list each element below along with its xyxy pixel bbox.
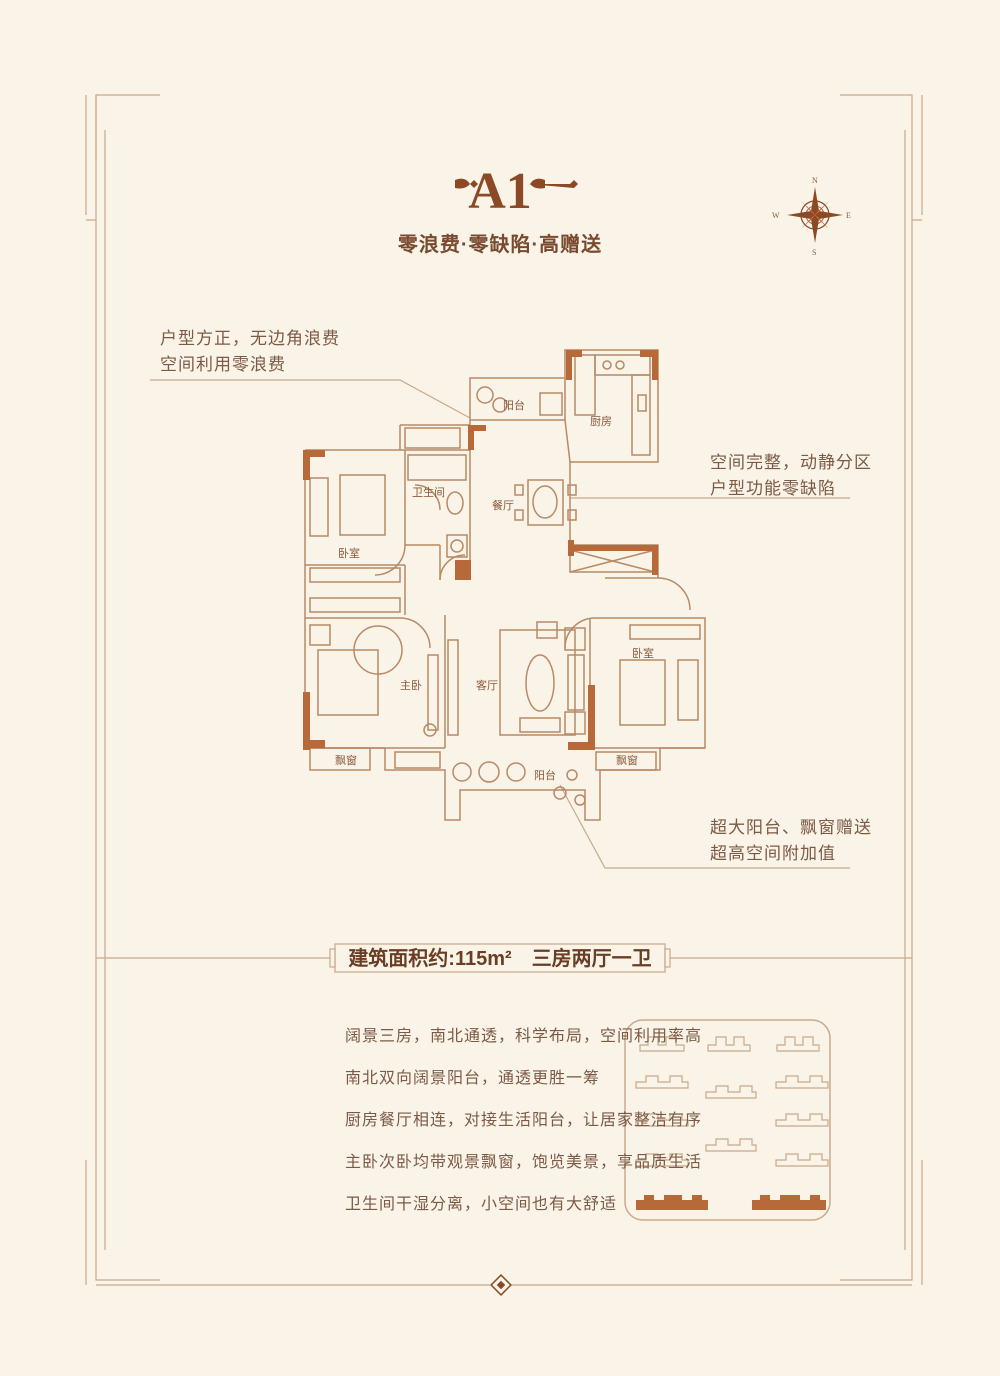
title-flourish-icon <box>428 178 578 189</box>
feature-item: 主卧次卧均带观景飘窗，饱览美景，享品质生活 <box>345 1154 703 1171</box>
area-label: 建筑面积约:115m² <box>348 948 512 970</box>
feature-item: 卫生间干湿分离，小空间也有大舒适 <box>345 1196 618 1213</box>
room-balcony-south: 阳台 <box>534 770 556 782</box>
compass-north: N <box>812 176 818 185</box>
diamond-ornament-icon <box>490 1274 512 1296</box>
room-kitchen: 厨房 <box>590 416 612 428</box>
area-band: 建筑面积约:115m² 三房两厅一卫 <box>0 942 1000 971</box>
feature-list: 阔景三房，南北通透，科学布局，空间利用率高 南北双向阔景阳台，通透更胜一筹 厨房… <box>345 1025 702 1235</box>
room-bathroom: 卫生间 <box>412 487 445 499</box>
room-dining: 餐厅 <box>492 500 514 512</box>
floor-plan <box>303 349 706 821</box>
callout-right-bottom: 超大阳台、飘窗赠送 超高空间附加值 <box>710 818 872 863</box>
room-master: 主卧 <box>400 680 422 692</box>
room-bay-west: 飘窗 <box>335 755 357 767</box>
compass-icon <box>787 187 843 243</box>
page-subtitle: 零浪费·零缺陷·高赠送 <box>397 234 603 256</box>
room-bedroom-west: 卧室 <box>338 548 360 560</box>
callout-right-middle: 空间完整，动静分区 户型功能零缺陷 <box>710 453 872 498</box>
compass-east: E <box>846 211 851 220</box>
compass-south: S <box>812 248 816 257</box>
feature-item: 阔景三房，南北通透，科学布局，空间利用率高 <box>345 1028 703 1045</box>
callout-top-left: 户型方正，无边角浪费 空间利用零浪费 <box>160 329 340 374</box>
room-living: 客厅 <box>476 680 498 692</box>
layout-label: 三房两厅一卫 <box>531 948 652 970</box>
room-balcony-north: 阳台 <box>503 400 525 412</box>
room-bedroom-east: 卧室 <box>632 648 654 660</box>
room-bay-east: 飘窗 <box>616 755 638 767</box>
site-map <box>624 1019 831 1221</box>
page-title: A1 <box>468 163 532 220</box>
compass-west: W <box>772 211 780 220</box>
feature-item: 厨房餐厅相连，对接生活阳台，让居家整洁有序 <box>345 1112 703 1129</box>
feature-item: 南北双向阔景阳台，通透更胜一筹 <box>345 1070 601 1087</box>
